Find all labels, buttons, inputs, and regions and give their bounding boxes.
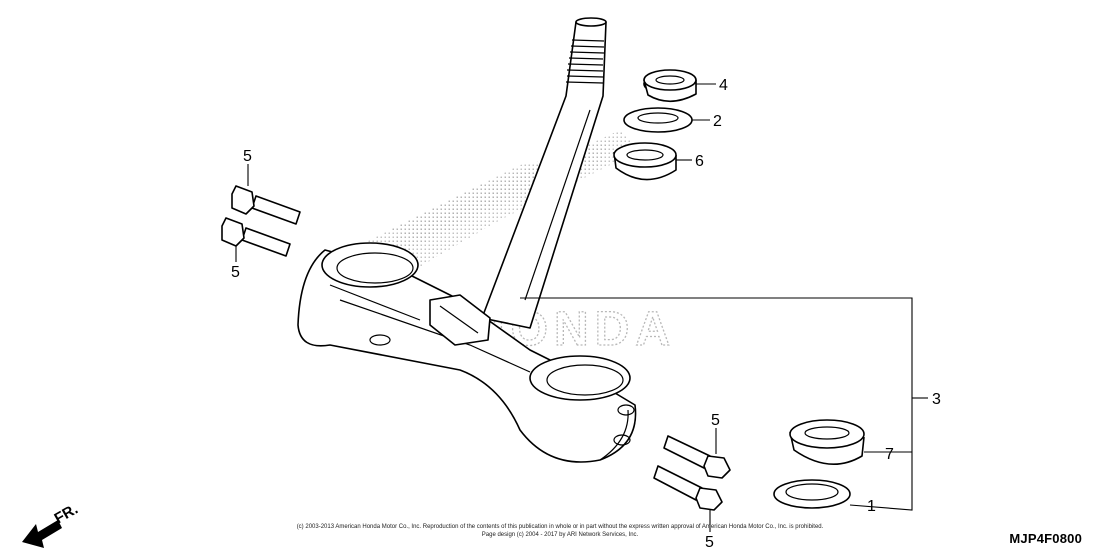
- callout-5-top-left: 5: [243, 148, 252, 165]
- callout-4: 4: [719, 77, 728, 94]
- callout-1: 1: [867, 498, 876, 515]
- lock-nut-4: [643, 69, 697, 103]
- callout-3: 3: [932, 391, 941, 408]
- callouts: 4 2 6 5 5 5 5 3 7 1: [231, 77, 941, 551]
- bolt-5-upper-left: [231, 185, 301, 225]
- callout-6: 6: [695, 153, 704, 170]
- callout-5-left: 5: [231, 264, 240, 281]
- callout-5-center: 5: [711, 412, 720, 429]
- dust-seal-2: [623, 107, 693, 133]
- bolt-5-center-lower: [653, 465, 723, 511]
- dust-seal-1: [773, 479, 851, 509]
- steering-stem-shaft: [481, 17, 607, 329]
- leader-lines: [235, 83, 928, 532]
- diagram-code: MJP4F0800: [1009, 531, 1082, 546]
- callout-5-bottom: 5: [705, 534, 714, 551]
- lower-bracket: [297, 242, 637, 463]
- bolt-5-center-upper: [663, 435, 731, 479]
- lower-bearing-7: [789, 419, 865, 465]
- callout-2: 2: [713, 113, 722, 130]
- copyright-line-1: (c) 2003-2013 American Honda Motor Co., …: [297, 524, 824, 530]
- copyright-line-2: Page design (c) 2004 - 2017 by ARI Netwo…: [482, 532, 639, 538]
- upper-bearing-6: [613, 142, 677, 181]
- bolt-5-lower-left: [221, 217, 291, 257]
- front-direction-arrow-icon: FR.: [22, 501, 81, 548]
- callout-7: 7: [885, 446, 894, 463]
